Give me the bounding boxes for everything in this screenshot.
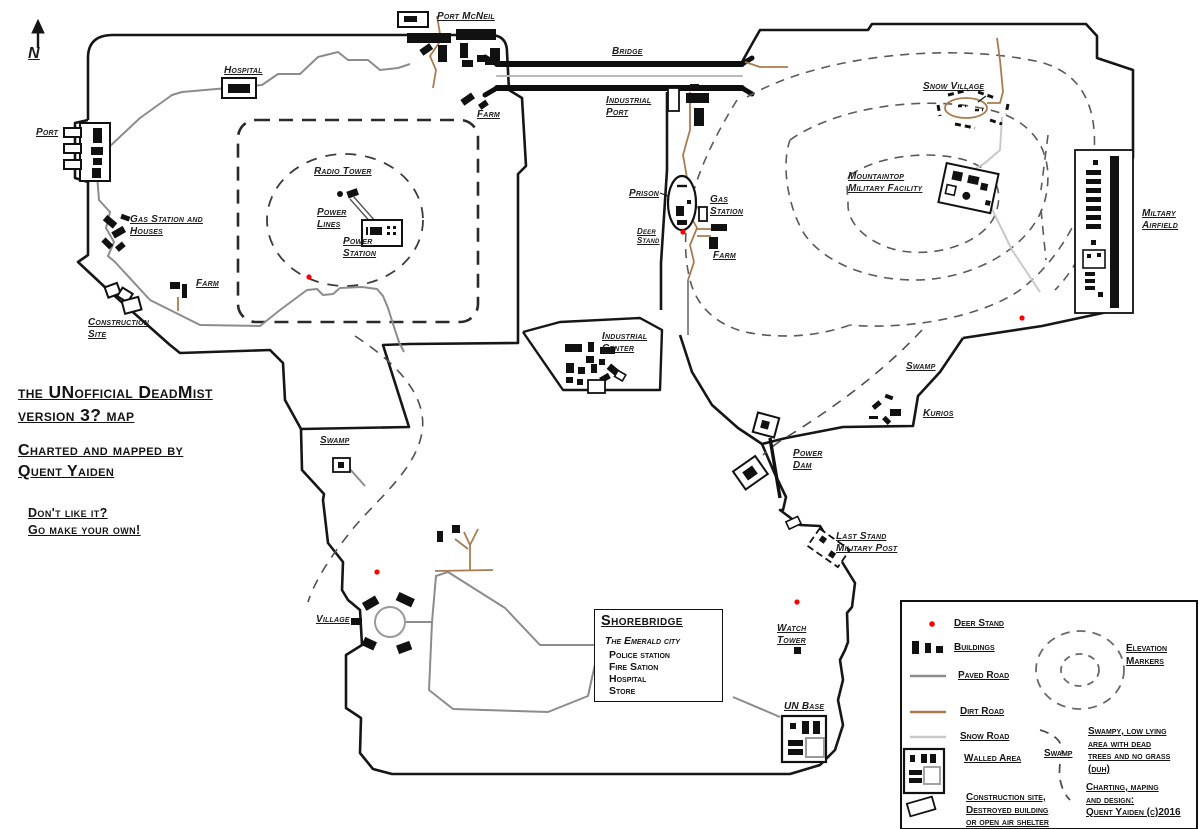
map-label-kurios: Kurios [923, 408, 954, 419]
legend-walled-area-label: Walled Area [964, 753, 1022, 764]
construction-site-shelters [103, 281, 143, 316]
shorebridge-item: Police station [609, 649, 670, 661]
map-label-power-dam: Power Dam [793, 448, 823, 471]
prison-compound [666, 174, 698, 232]
map-label-industrial-center: Industrial Center [602, 331, 648, 354]
map-label-village: Village [316, 614, 350, 625]
map-label-last-stand-military-post: Last Stand Military Post [836, 531, 898, 554]
village-buildings [351, 591, 415, 655]
un-base-compound [780, 714, 828, 764]
legend-swamp-word: Swamp [1044, 748, 1073, 759]
port-buildings [63, 122, 111, 182]
map-label-gas-station: Gas Station [710, 194, 744, 217]
snow-roads [969, 116, 1041, 293]
hospital-building [221, 77, 257, 99]
map-label-power-lines: Power Lines [317, 207, 347, 230]
shorebridge-title: Shorebridge [601, 613, 683, 629]
legend-icons [902, 621, 1125, 818]
farm-mid-buildings [709, 224, 727, 249]
map-label-radio-tower: Radio Tower [314, 166, 372, 177]
map-label-farm-north: Farm [477, 109, 500, 120]
miltary-airfield-site [1074, 149, 1134, 314]
map-label-prison: Prison [629, 188, 660, 199]
north-arrow [31, 18, 45, 48]
bridge-roads [482, 54, 755, 98]
map-label-swamp-east: Swamp [906, 361, 936, 372]
map-label-power-station: Power Station [343, 236, 377, 259]
legend-construction-label: Construction site, Destroyed building or… [966, 792, 1049, 828]
paved-roads [96, 51, 781, 718]
map-taunt: Don't like it? Go make your own! [28, 506, 141, 537]
snow-village-buildings [936, 88, 1010, 130]
map-label-construction-site: Construction Site [88, 317, 149, 340]
map-label-gas-station-and-houses: Gas Station and Houses [130, 214, 203, 237]
industrial-center-buildings [565, 342, 627, 394]
map-label-hospital: Hospital [224, 65, 263, 76]
map-label-port: Port [36, 127, 59, 138]
map-label-deer-stand: Deer Stand [637, 227, 660, 246]
gas-station-building [698, 206, 708, 222]
shorebridge-item: Store [609, 685, 636, 697]
legend-swampy-label: Swampy, low lying area with dead trees a… [1088, 726, 1171, 775]
kurios-buildings [869, 393, 901, 425]
label-pointers [659, 95, 987, 197]
gas-station-and-houses-buildings [101, 213, 131, 252]
legend-snow-road-label: Snow Road [960, 731, 1010, 742]
dirt-junction-buildings [437, 525, 460, 542]
swamp-boundaries [307, 329, 923, 603]
shorebridge-info-box: Shorebridge The Emerald city Police stat… [594, 609, 723, 702]
legend-elevation-label: Elevation Markers [1126, 643, 1168, 667]
coastline-industrial-center-delta [522, 316, 664, 392]
swamp-legend-arc [1039, 729, 1071, 801]
power-dam-buildings [731, 411, 782, 499]
map-label-mountaintop-military-facility: Mountaintop Military Facility [848, 171, 923, 194]
buildings-legend-icon [912, 641, 943, 654]
elevation-markers-legend-icon [1035, 630, 1125, 710]
map-label-snow-village: Snow Village [923, 81, 985, 92]
map-label-un-base: UN Base [784, 701, 825, 712]
legend-dirt-road-label: Dirt Road [960, 706, 1005, 717]
legend-box: Deer Stand Buildings Paved Road Dirt Roa… [900, 600, 1198, 829]
map-title: the UNofficial DeadMist version 3? map [18, 382, 213, 425]
mountaintop-military-facility-buildings [937, 161, 1000, 215]
walled-area-radio-tower [236, 118, 480, 324]
walled-area-legend-icon [902, 747, 946, 795]
map-label-bridge: Bridge [612, 46, 643, 57]
map-label-port-mcneil: Port McNeil [437, 11, 495, 22]
snow-village-circle [944, 97, 988, 119]
port-mcneil-buildings [397, 11, 500, 67]
watch-tower-building [794, 647, 801, 654]
legend-paved-road-label: Paved Road [958, 670, 1010, 681]
legend-deer-stand-label: Deer Stand [954, 618, 1004, 629]
shorebridge-item: Fire Sation [609, 661, 659, 673]
map-label-watch-tower: Watch Tower [777, 623, 807, 646]
shorebridge-subtitle: The Emerald city [605, 635, 680, 647]
map-credit: Charted and mapped by Quent Yaiden [18, 442, 184, 480]
map-label-compass-n: N [28, 45, 40, 62]
last-stand-military-post-buildings [784, 515, 852, 569]
map-label-swamp-west: Swamp [320, 435, 350, 446]
shorebridge-item: Hospital [609, 673, 647, 685]
power-station-building [361, 219, 403, 247]
map-label-industrial-port: Industrial Port [606, 95, 652, 118]
farm-north-buildings [460, 92, 489, 110]
construction-legend-icon [905, 795, 937, 818]
map-label-farm-mid: Farm [713, 250, 736, 261]
map-label-miltary-airfield: Miltary Airfield [1142, 208, 1179, 231]
farm-west-buildings [170, 282, 187, 298]
legend-credits: Charting, maping and design: Quent Yaide… [1086, 782, 1181, 818]
deer-stand-legend-icon [929, 621, 935, 627]
swamp-west-shelter [332, 457, 351, 473]
industrial-port-buildings [667, 84, 709, 126]
legend-buildings-label: Buildings [954, 642, 995, 653]
map-label-farm-west: Farm [196, 278, 219, 289]
deer-stand-dots [306, 229, 1025, 605]
